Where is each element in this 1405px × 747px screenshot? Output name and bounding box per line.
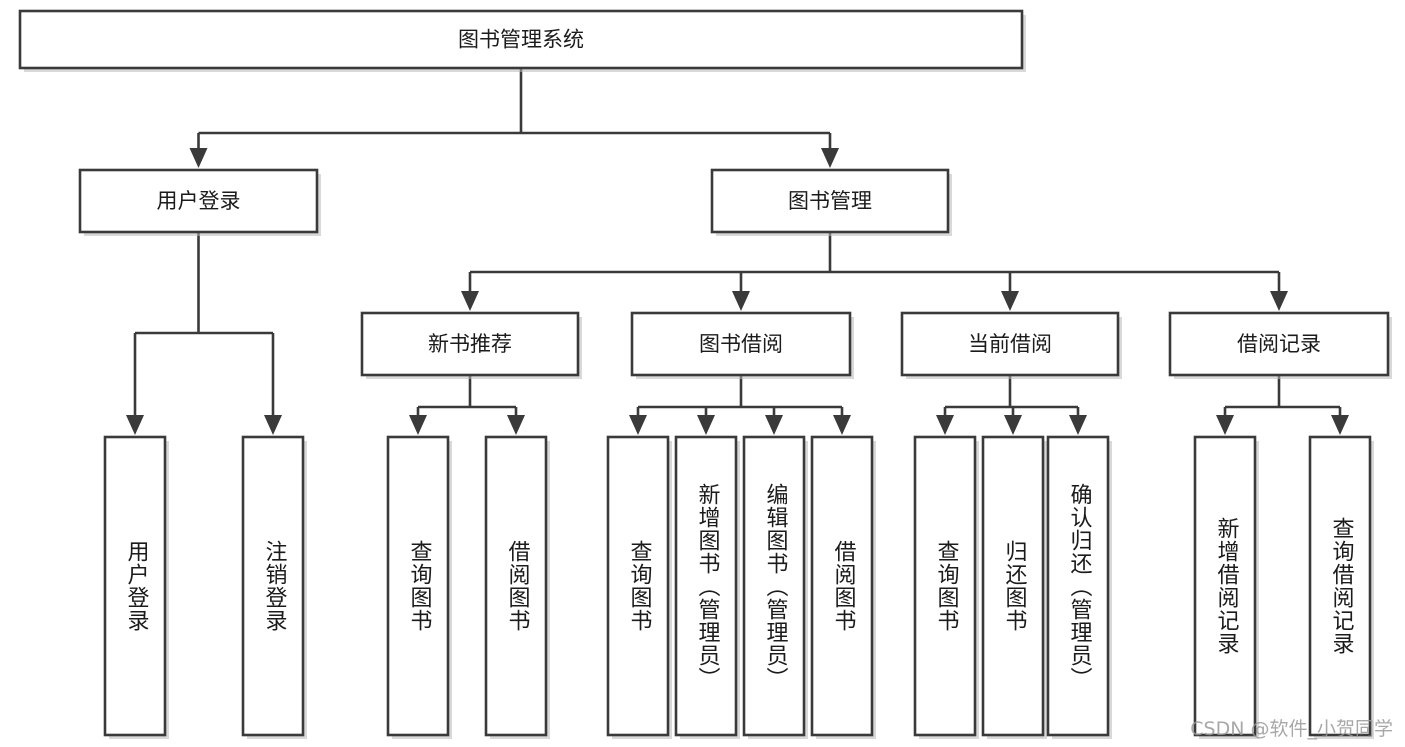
connector-layer: [126, 68, 1349, 435]
node-label-vertical-wrapper: 新增借阅记录: [1213, 517, 1239, 655]
node-label-vertical-wrapper: 归还图书: [1001, 540, 1027, 632]
node-label-vertical-wrapper: 确认归还（管理员）: [1066, 482, 1092, 690]
arrow-down-icon: [409, 415, 427, 435]
node-box[interactable]: [674, 435, 738, 737]
node-label: 查询图书: [933, 540, 959, 632]
arrow-down-icon: [264, 415, 282, 435]
node-module-book-manage[interactable]: 图书管理: [710, 168, 952, 236]
node-submodule-current-borrow[interactable]: 当前借阅: [900, 311, 1122, 379]
node-box[interactable]: [1193, 435, 1257, 737]
node-label: 确认归还（管理员）: [1066, 482, 1092, 690]
node-function-leaf-query-record[interactable]: 查询借阅记录: [1308, 435, 1374, 739]
node-box[interactable]: [78, 168, 319, 234]
node-label: 借阅图书: [830, 540, 856, 632]
node-label: 编辑图书（管理员）: [762, 482, 788, 690]
node-function-leaf-add-record[interactable]: 新增借阅记录: [1193, 435, 1259, 739]
node-submodule-book-borrow[interactable]: 图书借阅: [630, 311, 854, 379]
node-function-leaf-user-login[interactable]: 用户登录: [103, 435, 169, 739]
node-box[interactable]: [1308, 435, 1372, 737]
node-label: 查询图书: [406, 540, 432, 632]
node-box[interactable]: [18, 9, 1024, 70]
node-function-leaf-borrow-book-rec[interactable]: 借阅图书: [484, 435, 550, 739]
node-submodule-borrow-record[interactable]: 借阅记录: [1168, 311, 1392, 379]
node-box[interactable]: [981, 435, 1045, 737]
node-label: 图书借阅: [699, 332, 783, 356]
node-label-vertical-wrapper: 查询借阅记录: [1328, 517, 1354, 655]
arrow-down-icon: [1004, 415, 1022, 435]
node-label: 当前借阅: [968, 332, 1052, 356]
node-submodule-new-book-rec[interactable]: 新书推荐: [360, 311, 582, 379]
arrow-down-icon: [833, 415, 851, 435]
node-box[interactable]: [241, 435, 305, 737]
node-label: 借阅图书: [504, 540, 530, 632]
node-label-vertical-wrapper: 借阅图书: [830, 540, 856, 632]
node-label: 新增借阅记录: [1213, 517, 1239, 655]
node-module-user-login[interactable]: 用户登录: [78, 168, 321, 236]
node-box[interactable]: [386, 435, 450, 737]
node-label: 图书管理: [788, 189, 872, 213]
arrow-down-icon: [732, 291, 750, 311]
node-label-vertical-wrapper: 注销登录: [261, 540, 287, 632]
node-function-leaf-logout[interactable]: 注销登录: [241, 435, 307, 739]
arrow-down-icon: [821, 148, 839, 168]
arrow-down-icon: [189, 148, 208, 168]
arrow-down-icon: [765, 415, 783, 435]
node-label: 新增图书（管理员）: [694, 482, 720, 690]
arrow-down-icon: [1001, 291, 1019, 311]
node-label-vertical-wrapper: 借阅图书: [504, 540, 530, 632]
node-box[interactable]: [1046, 435, 1110, 737]
node-box[interactable]: [742, 435, 806, 737]
node-label-vertical-wrapper: 查询图书: [626, 540, 652, 632]
node-function-leaf-query-book-c[interactable]: 查询图书: [913, 435, 979, 739]
node-function-leaf-confirm-return[interactable]: 确认归还（管理员）: [1046, 435, 1112, 739]
node-function-leaf-query-book-b[interactable]: 查询图书: [606, 435, 672, 739]
node-label: 归还图书: [1001, 540, 1027, 632]
node-box[interactable]: [710, 168, 950, 234]
arrow-down-icon: [126, 415, 144, 435]
node-label: 查询图书: [626, 540, 652, 632]
arrow-down-icon: [461, 291, 479, 311]
node-label: 注销登录: [261, 540, 287, 632]
node-label: 图书管理系统: [458, 28, 584, 52]
node-box[interactable]: [1168, 311, 1390, 377]
node-label: 用户登录: [123, 540, 149, 632]
node-label: 查询借阅记录: [1328, 517, 1354, 655]
arrow-down-icon: [1270, 291, 1288, 311]
node-box[interactable]: [810, 435, 874, 737]
node-label: 借阅记录: [1237, 332, 1321, 356]
node-box[interactable]: [484, 435, 548, 737]
node-label: 用户登录: [157, 189, 241, 213]
node-label-vertical-wrapper: 编辑图书（管理员）: [762, 482, 788, 690]
node-function-leaf-add-book[interactable]: 新增图书（管理员）: [674, 435, 740, 739]
node-label-vertical-wrapper: 查询图书: [406, 540, 432, 632]
node-box[interactable]: [900, 311, 1120, 377]
arrow-down-icon: [507, 415, 525, 435]
arrow-down-icon: [936, 415, 954, 435]
node-box[interactable]: [630, 311, 852, 377]
node-function-leaf-borrow-book-b[interactable]: 借阅图书: [810, 435, 876, 739]
node-function-leaf-return-book[interactable]: 归还图书: [981, 435, 1047, 739]
arrow-down-icon: [1069, 415, 1087, 435]
node-label-vertical-wrapper: 用户登录: [123, 540, 149, 632]
node-box[interactable]: [360, 311, 580, 377]
node-box[interactable]: [606, 435, 670, 737]
node-layer: 图书管理系统用户登录图书管理新书推荐图书借阅当前借阅借阅记录用户登录注销登录查询…: [18, 9, 1392, 739]
arrow-down-icon: [697, 415, 715, 435]
arrow-down-icon: [1331, 415, 1349, 435]
node-root-system[interactable]: 图书管理系统: [18, 9, 1026, 72]
arrow-down-icon: [629, 415, 647, 435]
node-label: 新书推荐: [428, 332, 512, 356]
node-function-leaf-edit-book[interactable]: 编辑图书（管理员）: [742, 435, 808, 739]
node-function-leaf-query-book-rec[interactable]: 查询图书: [386, 435, 452, 739]
node-box[interactable]: [103, 435, 167, 737]
node-label-vertical-wrapper: 查询图书: [933, 540, 959, 632]
node-label-vertical-wrapper: 新增图书（管理员）: [694, 482, 720, 690]
arrow-down-icon: [1216, 415, 1234, 435]
node-box[interactable]: [913, 435, 977, 737]
